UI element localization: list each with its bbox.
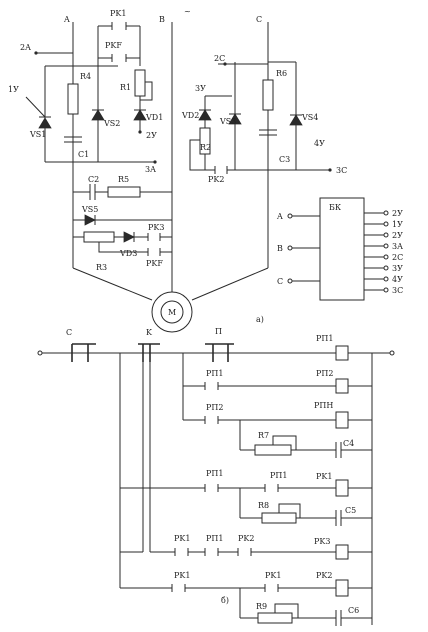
r7-label: R7	[258, 431, 269, 440]
rk2-contact-b-label: PK2	[238, 534, 254, 543]
c1-label: C1	[78, 150, 89, 159]
c4-label: C4	[343, 439, 354, 448]
bk-input-b-label: B	[277, 244, 283, 253]
node-2c-label: 2C	[214, 54, 225, 63]
bk-output-label: 3C	[392, 286, 403, 295]
bk-output-label: 1У	[392, 220, 403, 229]
c3-label: C3	[279, 155, 290, 164]
c5-label: C5	[345, 506, 356, 515]
r4-label: R4	[80, 72, 91, 81]
rkf-contact-label: PKF	[105, 41, 122, 50]
bk-output-list: 2У 1У 2У 3A 2C 3У 4У 3C	[364, 209, 403, 295]
part-b-control-circuit: C K П PП1 PП1 PП2 PП2	[37, 327, 395, 626]
part-a-power-circuit: A B ~ C PK1 PKF 2A 1У VS1 R4	[8, 7, 403, 333]
r1-label: R1	[120, 83, 131, 92]
bk-input-a-label: A	[276, 212, 283, 221]
rk3-contact-label: PK3	[148, 223, 164, 232]
vs4-label: VS4	[301, 113, 318, 122]
node-3u-label: 3У	[195, 84, 206, 93]
vs3-label: VS3	[219, 117, 236, 126]
switch-c-label: C	[66, 328, 72, 337]
vs2-label: VS2	[103, 119, 120, 128]
phase-a-label: A	[63, 15, 70, 24]
node-3a-label: 3A	[145, 165, 156, 174]
vd2-label: VD2	[181, 111, 199, 120]
rp2-contact-label: PП2	[206, 403, 223, 412]
rk2-coil-label: PK2	[316, 571, 332, 580]
r2-label: R2	[200, 143, 211, 152]
rk1-coil-label: PK1	[316, 472, 332, 481]
bk-output-label: 2У	[392, 231, 403, 240]
switch-p-label: П	[215, 327, 222, 336]
switch-k-label: K	[146, 328, 153, 337]
phase-b-label: B	[159, 15, 165, 24]
rk3-coil-label: PK3	[314, 537, 330, 546]
node-1u-label: 1У	[8, 85, 19, 94]
r3-label: R3	[96, 263, 107, 272]
bk-output-label: 3У	[392, 264, 403, 273]
rp1-contact-4-label: PП1	[206, 534, 223, 543]
rk1-contact-1-label: PK1	[174, 534, 190, 543]
vs5-label: VS5	[81, 205, 98, 214]
node-2u-a-label: 2У	[146, 131, 157, 140]
r9-label: R9	[256, 602, 267, 611]
rp1-contact-2-label: PП1	[206, 469, 223, 478]
bk-output-label: 2У	[392, 209, 403, 218]
r5-label: R5	[118, 175, 129, 184]
rk1-contact-2-label: PK1	[174, 571, 190, 580]
part-a-label: а)	[256, 315, 264, 324]
r6-label: R6	[276, 69, 287, 78]
rk2-contact-label: PK2	[208, 175, 224, 184]
c2-label: C2	[88, 175, 99, 184]
rpn-coil-label: PПН	[314, 401, 333, 410]
rp1-contact-1-label: PП1	[206, 369, 223, 378]
bk-output-label: 4У	[392, 275, 403, 284]
rp2-coil-label: PП2	[316, 369, 333, 378]
c6-label: C6	[348, 606, 359, 615]
ac-symbol: ~	[184, 7, 191, 16]
bk-output-label: 3A	[392, 242, 403, 251]
rk1-contact-3-label: PK1	[265, 571, 281, 580]
bk-block-label: БК	[329, 203, 342, 212]
rp1-contact-3-label: PП1	[270, 471, 287, 480]
rk1-contact-label: PK1	[110, 9, 126, 18]
bk-input-c-label: C	[277, 277, 283, 286]
bk-output-label: 2C	[392, 253, 403, 262]
rkf-b-contact-label: PKF	[146, 259, 163, 268]
vs1-label: VS1	[29, 130, 46, 139]
vd1-label: VD1	[145, 113, 163, 122]
part-b-label: б)	[221, 596, 229, 605]
node-3c-label: 3C	[336, 166, 347, 175]
rp1-coil-label: PП1	[316, 334, 333, 343]
motor-label: M	[168, 308, 176, 317]
r8-label: R8	[258, 501, 269, 510]
vd3-label: VD3	[119, 249, 137, 258]
phase-c-label: C	[256, 15, 262, 24]
node-2a-label: 2A	[20, 43, 31, 52]
node-4u-label: 4У	[314, 139, 325, 148]
